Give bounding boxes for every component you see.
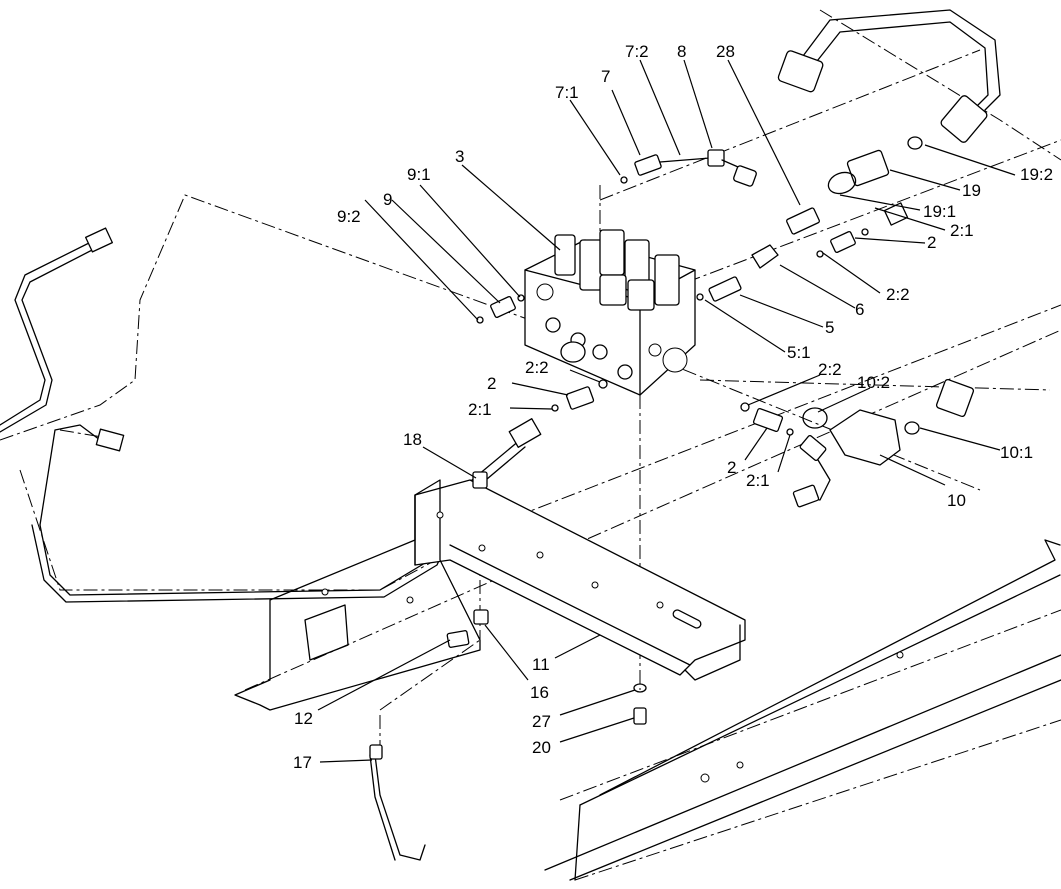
callout-16: 16 <box>530 683 549 702</box>
callout-28: 28 <box>716 42 735 61</box>
callout-8: 8 <box>677 42 686 61</box>
valve-manifold-block <box>524 229 696 396</box>
callout-2-1-b: 2:1 <box>468 400 492 419</box>
callout-27: 27 <box>532 712 551 731</box>
callout-10-2: 10:2 <box>857 373 890 392</box>
callout-2-2-a: 2:2 <box>886 285 910 304</box>
callout-20: 20 <box>532 738 551 757</box>
callout-7-2: 7:2 <box>625 42 649 61</box>
chassis-plate-left <box>234 479 481 711</box>
callout-3: 3 <box>455 147 464 166</box>
callout-5-1: 5:1 <box>787 343 811 362</box>
callout-2-2-b: 2:2 <box>525 358 549 377</box>
callout-5: 5 <box>825 318 834 337</box>
hardware <box>369 471 647 861</box>
callout-2-2-c: 2:2 <box>818 360 842 379</box>
callout-7: 7 <box>601 67 610 86</box>
mounting-bracket <box>414 479 746 681</box>
callout-18: 18 <box>403 430 422 449</box>
callout-2-1-a: 2:1 <box>950 221 974 240</box>
callout-2-1-c: 2:1 <box>746 471 770 490</box>
callout-10: 10 <box>947 491 966 510</box>
callout-2-a: 2 <box>927 233 936 252</box>
callout-labels: 9:2 9 9:1 3 7:1 7 7:2 8 28 19:2 19 19:1 … <box>293 42 1053 772</box>
callout-11: 11 <box>532 655 550 674</box>
callout-19-2: 19:2 <box>1020 165 1053 184</box>
callout-2-b: 2 <box>487 374 496 393</box>
phantom-lines <box>0 9 1061 881</box>
callout-7-1: 7:1 <box>555 83 579 102</box>
callout-9-1: 9:1 <box>407 165 431 184</box>
callout-17: 17 <box>293 753 312 772</box>
callout-6: 6 <box>855 300 864 319</box>
callout-2-c: 2 <box>727 458 736 477</box>
callout-10-1: 10:1 <box>1000 443 1033 462</box>
chassis-rail-right <box>544 539 1061 881</box>
leader-lines <box>317 59 1016 763</box>
callout-9: 9 <box>383 190 392 209</box>
hose-19 <box>777 9 1001 143</box>
callout-19: 19 <box>962 181 981 200</box>
callout-12: 12 <box>294 709 313 728</box>
fittings <box>476 136 975 508</box>
callout-19-1: 19:1 <box>923 202 956 221</box>
callout-9-2: 9:2 <box>337 207 361 226</box>
